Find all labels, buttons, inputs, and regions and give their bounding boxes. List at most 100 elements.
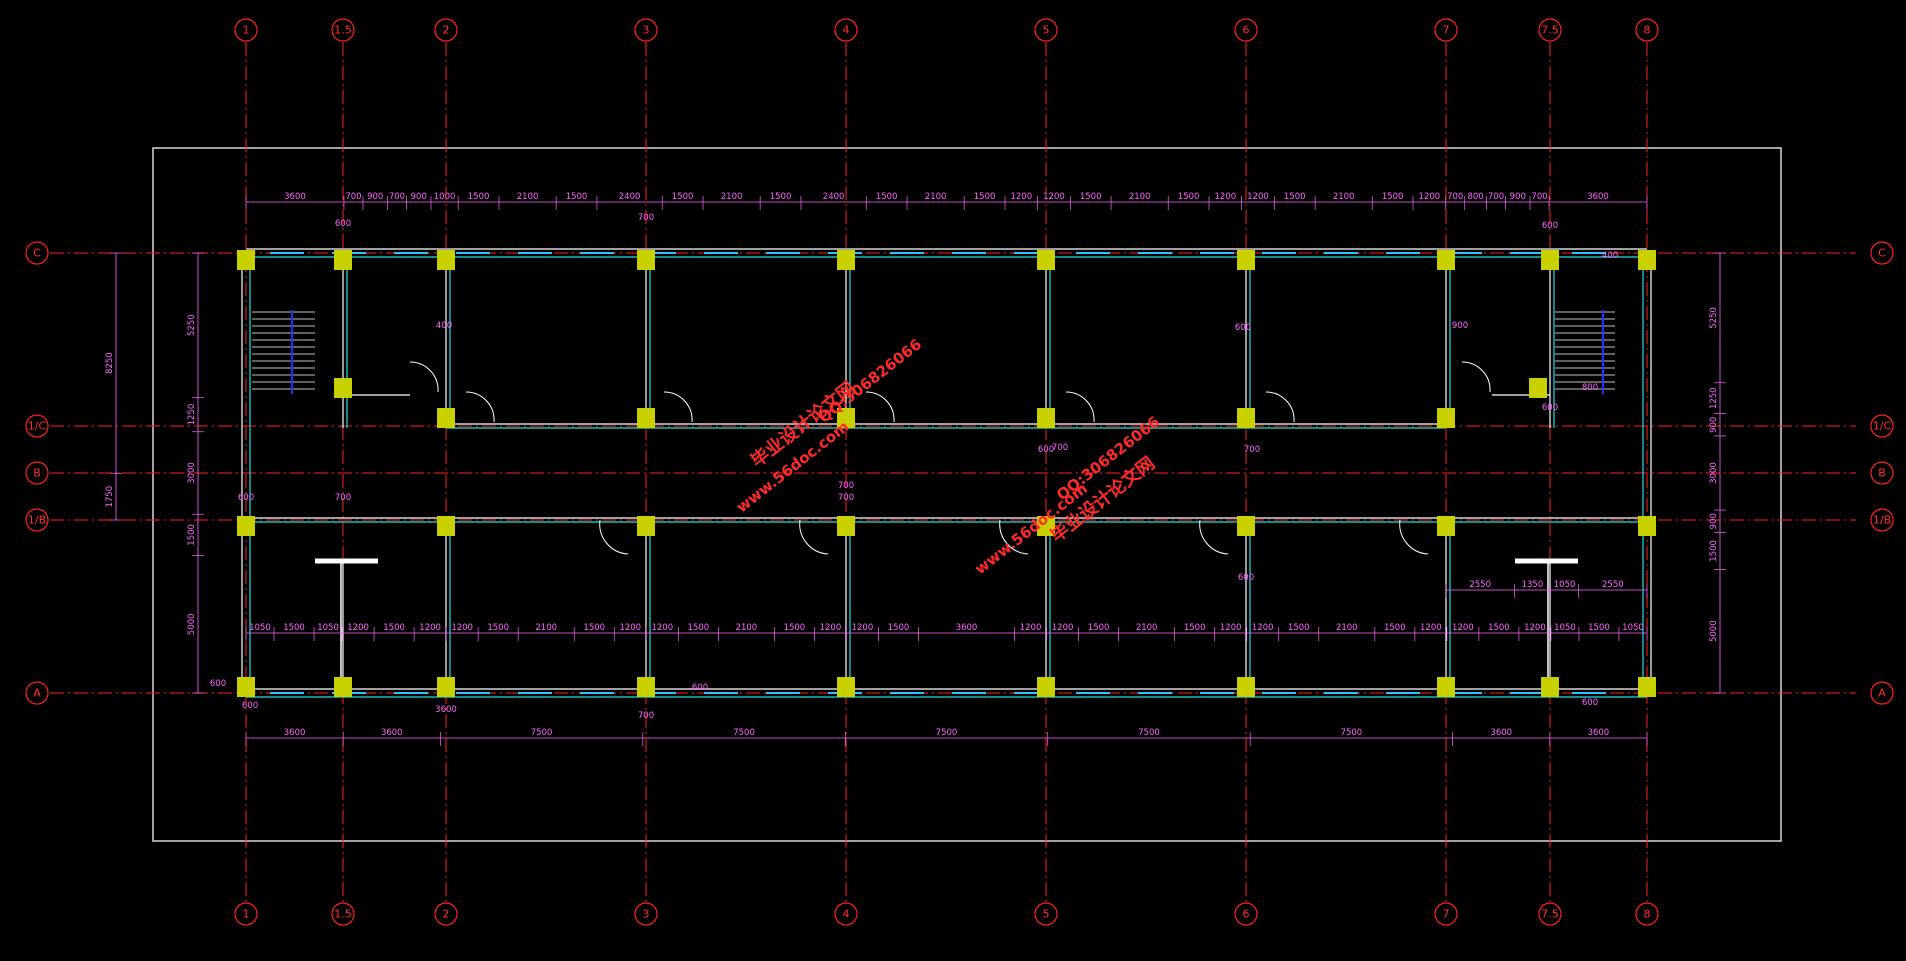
mid-dim-label: 1200 [1420, 623, 1442, 633]
mid-dim-label: 1200 [852, 623, 874, 633]
axis-bubble-6 [1234, 18, 1258, 42]
door-arc-north-3 [1065, 391, 1095, 423]
axis-label-7.5: 7.5 [1541, 908, 1559, 921]
top-dim-label: 1500 [672, 192, 694, 202]
mid-dim-label: 1500 [1488, 623, 1510, 633]
door-arc-north-1 [663, 391, 693, 423]
bottom-dim-label: 3600 [1490, 728, 1512, 738]
bottom-dim-label: 7500 [1341, 728, 1363, 738]
axis-bubble-1/B [25, 508, 49, 532]
door-arc-north-4 [1265, 391, 1295, 423]
axis-label-B: B [33, 467, 41, 480]
column-7 [637, 677, 655, 697]
mid-dim-label: 1050 [317, 623, 339, 633]
top-dim-label: 700 [1488, 192, 1504, 202]
size-tag: 700 [638, 213, 654, 223]
axis-bubble-1.5 [331, 902, 355, 926]
right-dim-label: 900 [1709, 513, 1719, 529]
axis-bubble-8 [1635, 18, 1659, 42]
left-overall-dim-label: 1750 [105, 486, 115, 508]
right-dim-label: 1500 [1709, 540, 1719, 562]
size-tag: 600 [242, 701, 258, 711]
left-dim-label: 3000 [187, 462, 197, 484]
top-dim-label: 700 [345, 192, 361, 202]
axis-bubble-3 [634, 18, 658, 42]
mid-dim-label: 1500 [784, 623, 806, 633]
axis-label-6: 6 [1243, 908, 1250, 921]
axis-bubble-6 [1234, 902, 1258, 926]
axis-label-C: C [1878, 247, 1886, 260]
bottom-dim-label: 3600 [381, 728, 403, 738]
column-31 [1037, 408, 1055, 428]
axis-label-1: 1 [243, 908, 250, 921]
column-8 [837, 250, 855, 270]
size-tag: 3600 [435, 705, 457, 715]
top-dim-label: 2400 [619, 192, 641, 202]
size-tag: 600 [692, 683, 708, 693]
top-dim-label: 1000 [434, 192, 456, 202]
mid-dim-label: 1200 [820, 623, 842, 633]
mid-dim-label: 1500 [383, 623, 405, 633]
axis-label-7: 7 [1443, 908, 1450, 921]
top-dim-label: 1500 [468, 192, 490, 202]
bottom-dim-label: 7500 [531, 728, 553, 738]
size-tag: 600 [1235, 323, 1251, 333]
top-dim-label: 1500 [876, 192, 898, 202]
top-dim-label: 1500 [770, 192, 792, 202]
left-overall-dim-label: 8250 [105, 352, 115, 374]
mid-dim-label: 1200 [347, 623, 369, 633]
top-dim-label: 1200 [1043, 192, 1065, 202]
column-0 [237, 250, 255, 270]
column-1 [237, 677, 255, 697]
axis-bubble-1.5 [331, 18, 355, 42]
column-29 [637, 408, 655, 428]
size-tag: 700 [638, 711, 654, 721]
mid-dim-label: 1500 [487, 623, 509, 633]
axis-bubble-B [1870, 461, 1894, 485]
right-dim-label: 1250 [1709, 387, 1719, 409]
mid-dim-label: 1500 [1588, 623, 1610, 633]
axis-bubble-7.5 [1538, 18, 1562, 42]
door-arc-south-4 [1399, 519, 1429, 555]
top-dim-label: 1500 [1284, 192, 1306, 202]
column-24 [1037, 516, 1055, 536]
top-dim-label: 1500 [1382, 192, 1404, 202]
column-17 [1541, 677, 1559, 697]
door-arc-north-0 [465, 391, 495, 423]
left-dim-label: 1250 [187, 404, 197, 426]
building-outline [241, 248, 1652, 698]
size-tag: 700 [1244, 445, 1260, 455]
axis-bubble-2 [434, 18, 458, 42]
axis-bubble-B [25, 461, 49, 485]
column-20 [237, 516, 255, 536]
top-dim-label: 900 [1510, 192, 1526, 202]
mid-dim-label: 1500 [888, 623, 910, 633]
axis-bubble-3 [634, 902, 658, 926]
door-arc-south-0 [599, 519, 629, 555]
top-dim-label: 1500 [1178, 192, 1200, 202]
column-10 [1037, 250, 1055, 270]
top-dim-label: 800 [1467, 192, 1483, 202]
axis-label-B: B [1878, 467, 1886, 480]
axis-bubble-1/C [25, 414, 49, 438]
room-dim-label: 1350 [1522, 580, 1544, 590]
drawing-frame [152, 147, 1782, 842]
column-5 [437, 677, 455, 697]
room-dim-label: 1050 [1554, 580, 1576, 590]
column-21 [437, 516, 455, 536]
mid-dim-label: 1500 [688, 623, 710, 633]
mid-dim-label: 1500 [1384, 623, 1406, 633]
right-dim-label: 5000 [1709, 620, 1719, 642]
axis-label-A: A [33, 687, 41, 700]
bottom-dim-label: 7500 [936, 728, 958, 738]
column-13 [1237, 677, 1255, 697]
top-dim-label: 2400 [823, 192, 845, 202]
right-dim-label: 5250 [1709, 307, 1719, 329]
axis-bubble-7.5 [1538, 902, 1562, 926]
top-dim-label: 3600 [284, 192, 306, 202]
axis-label-C: C [33, 247, 41, 260]
column-11 [1037, 677, 1055, 697]
